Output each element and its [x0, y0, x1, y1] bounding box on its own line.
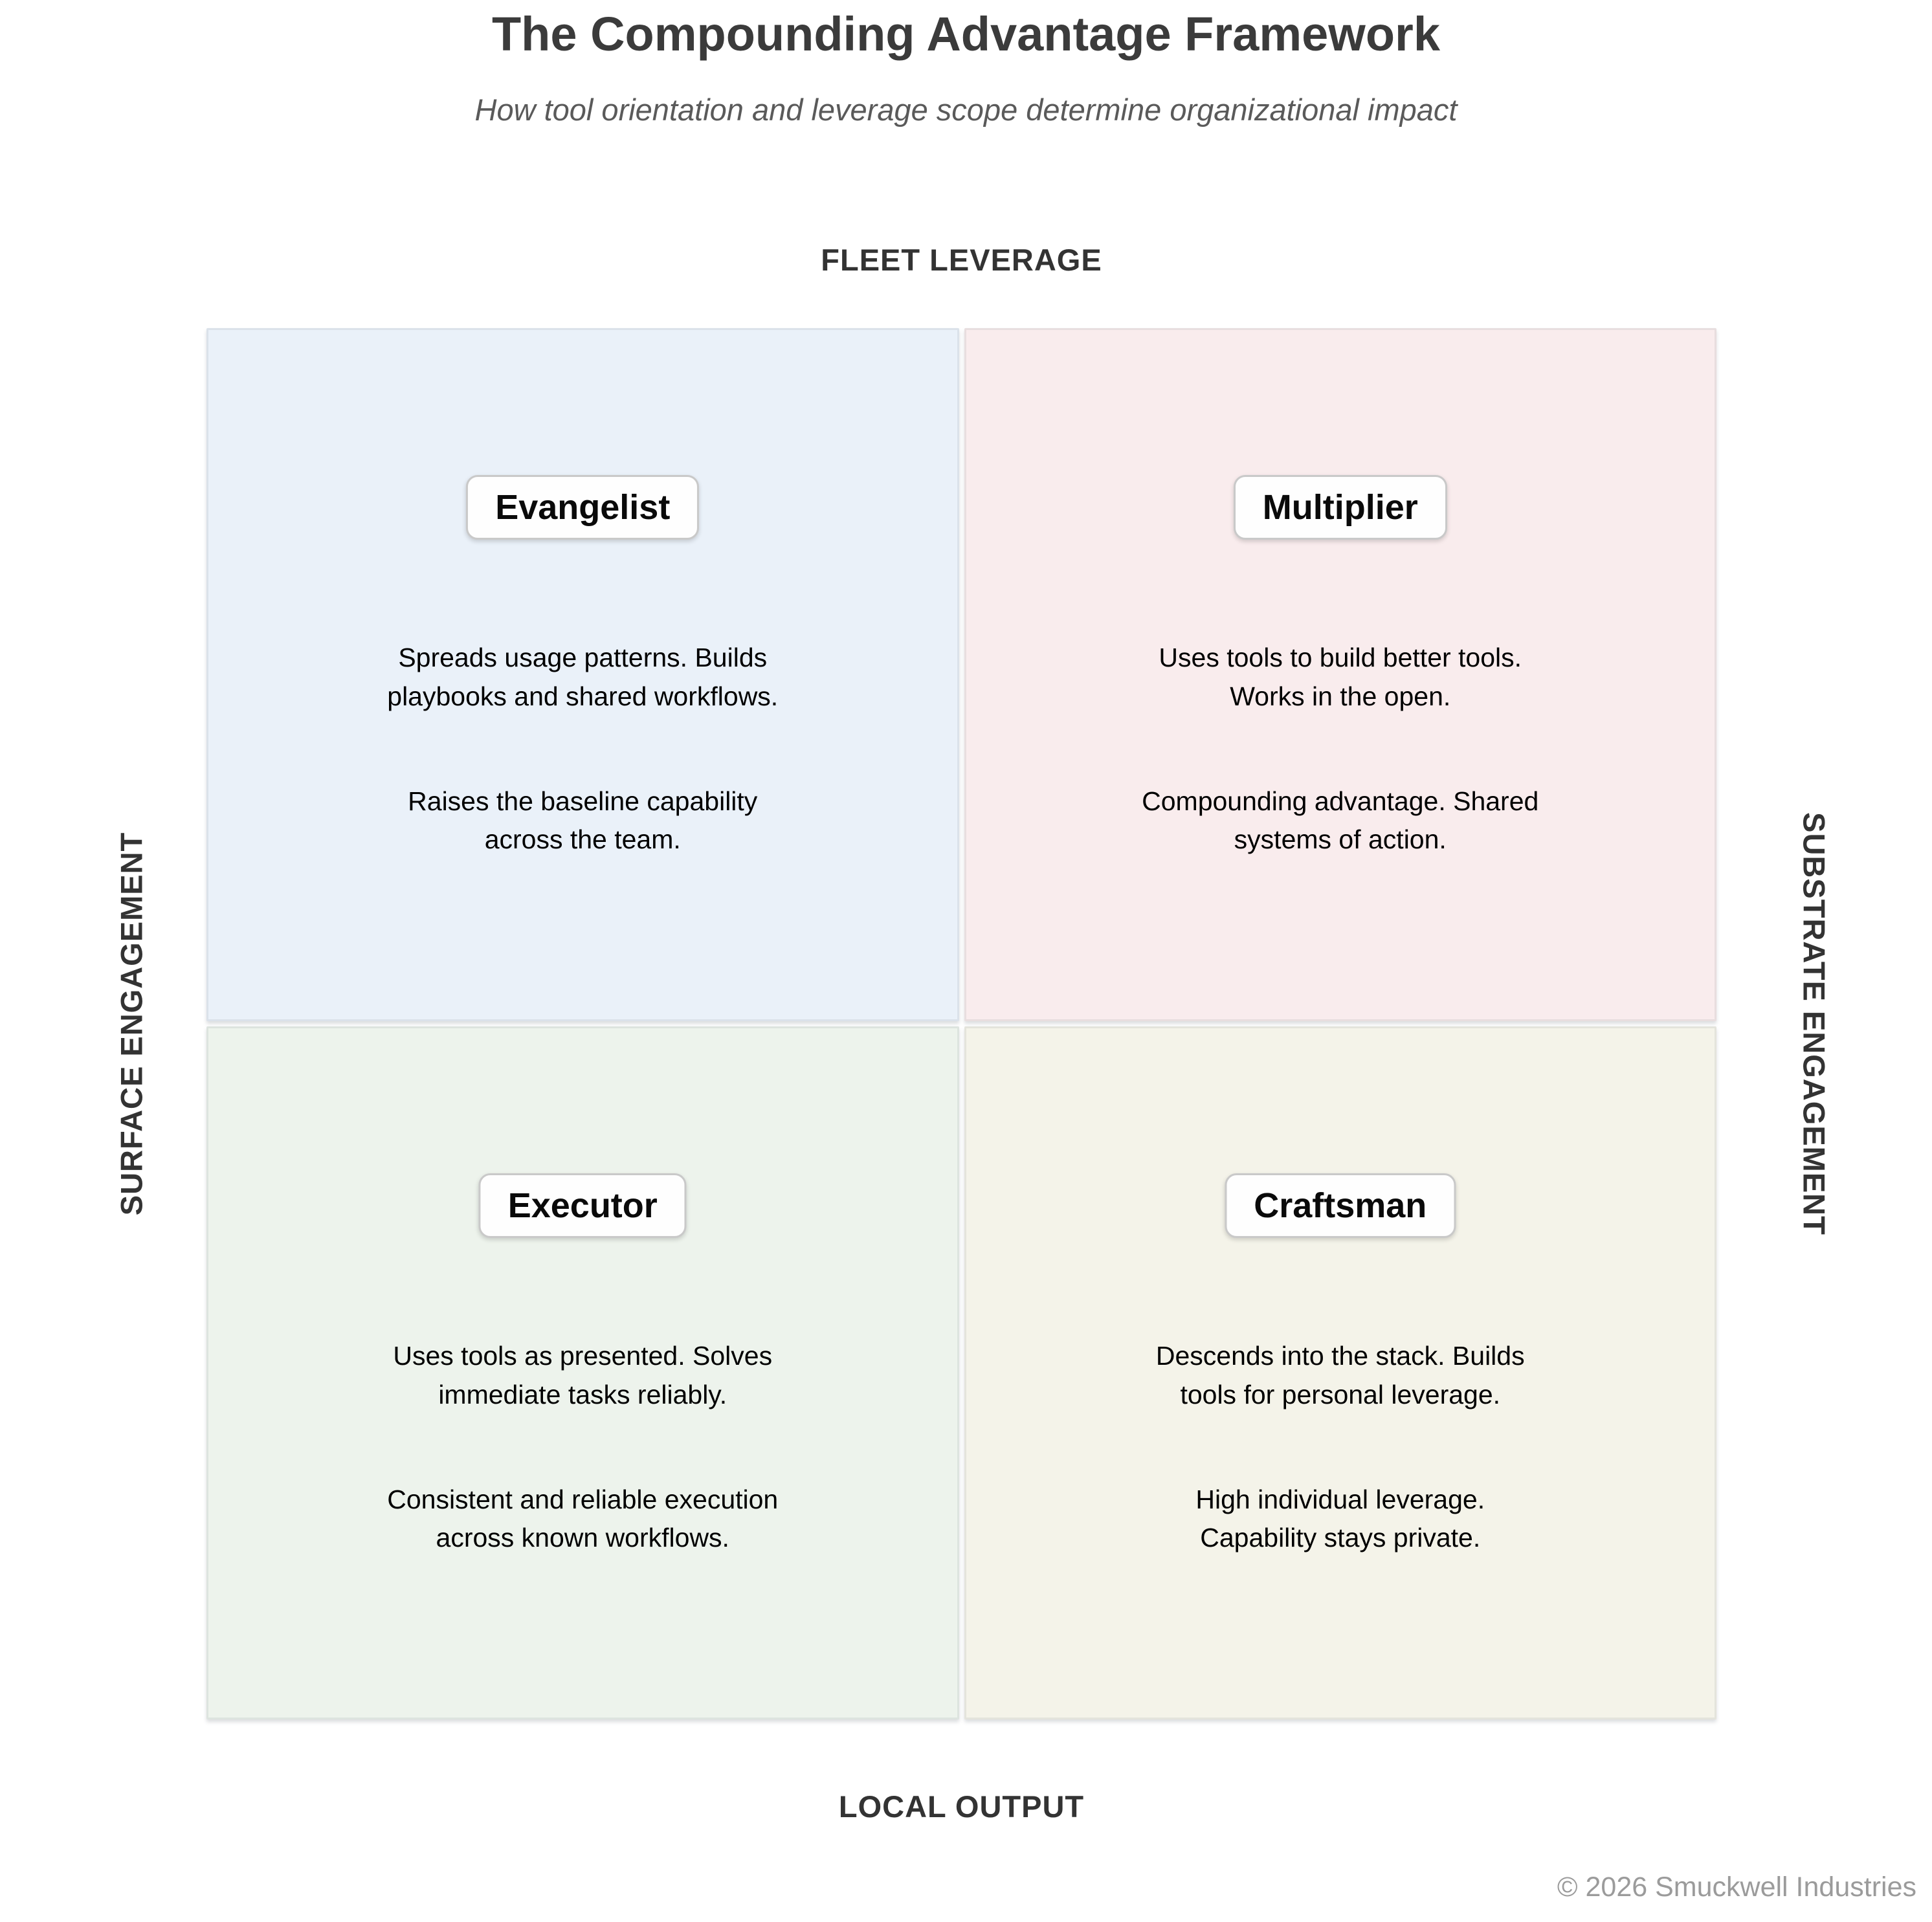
quadrant-evangelist-desc-1: Spreads usage patterns. Builds playbooks…: [387, 643, 779, 711]
axis-label-right: SUBSTRATE ENGAGEMENT: [1797, 812, 1832, 1235]
page-title: The Compounding Advantage Framework: [491, 7, 1441, 61]
quadrant-craftsman: Craftsman Descends into the stack. Build…: [964, 1026, 1716, 1719]
quadrant-evangelist: Evangelist Spreads usage patterns. Build…: [206, 328, 959, 1021]
quadrant-badge-craftsman: Craftsman: [1225, 1173, 1456, 1238]
axis-label-bottom: LOCAL OUTPUT: [838, 1789, 1085, 1824]
quadrant-multiplier-desc-2: Compounding advantage. Shared systems of…: [1142, 786, 1539, 855]
quadrant-multiplier: Multiplier Uses tools to build better to…: [964, 328, 1716, 1021]
quadrant-craftsman-desc-1: Descends into the stack. Builds tools fo…: [1155, 1341, 1525, 1409]
quadrant-multiplier-desc-1: Uses tools to build better tools. Works …: [1159, 643, 1522, 711]
quadrant-badge-evangelist: Evangelist: [466, 474, 700, 540]
axis-label-left: SURFACE ENGAGEMENT: [114, 832, 149, 1216]
quadrant-evangelist-desc-2: Raises the baseline capability across th…: [408, 786, 758, 855]
quadrant-executor-desc-1: Uses tools as presented. Solves immediat…: [393, 1341, 773, 1409]
quadrant-craftsman-desc-2: High individual leverage. Capability sta…: [1195, 1484, 1485, 1553]
quadrant-badge-multiplier: Multiplier: [1233, 474, 1447, 540]
page-subtitle: How tool orientation and leverage scope …: [474, 93, 1458, 127]
quadrant-executor: Executor Uses tools as presented. Solves…: [206, 1026, 959, 1719]
quadrant-executor-desc-2: Consistent and reliable execution across…: [387, 1484, 779, 1553]
quadrant-badge-executor: Executor: [478, 1173, 687, 1238]
quadrant-grid: Evangelist Spreads usage patterns. Build…: [206, 328, 1716, 1719]
axis-label-top: FLEET LEVERAGE: [821, 243, 1102, 277]
copyright: © 2026 Smuckwell Industries: [1557, 1872, 1916, 1903]
